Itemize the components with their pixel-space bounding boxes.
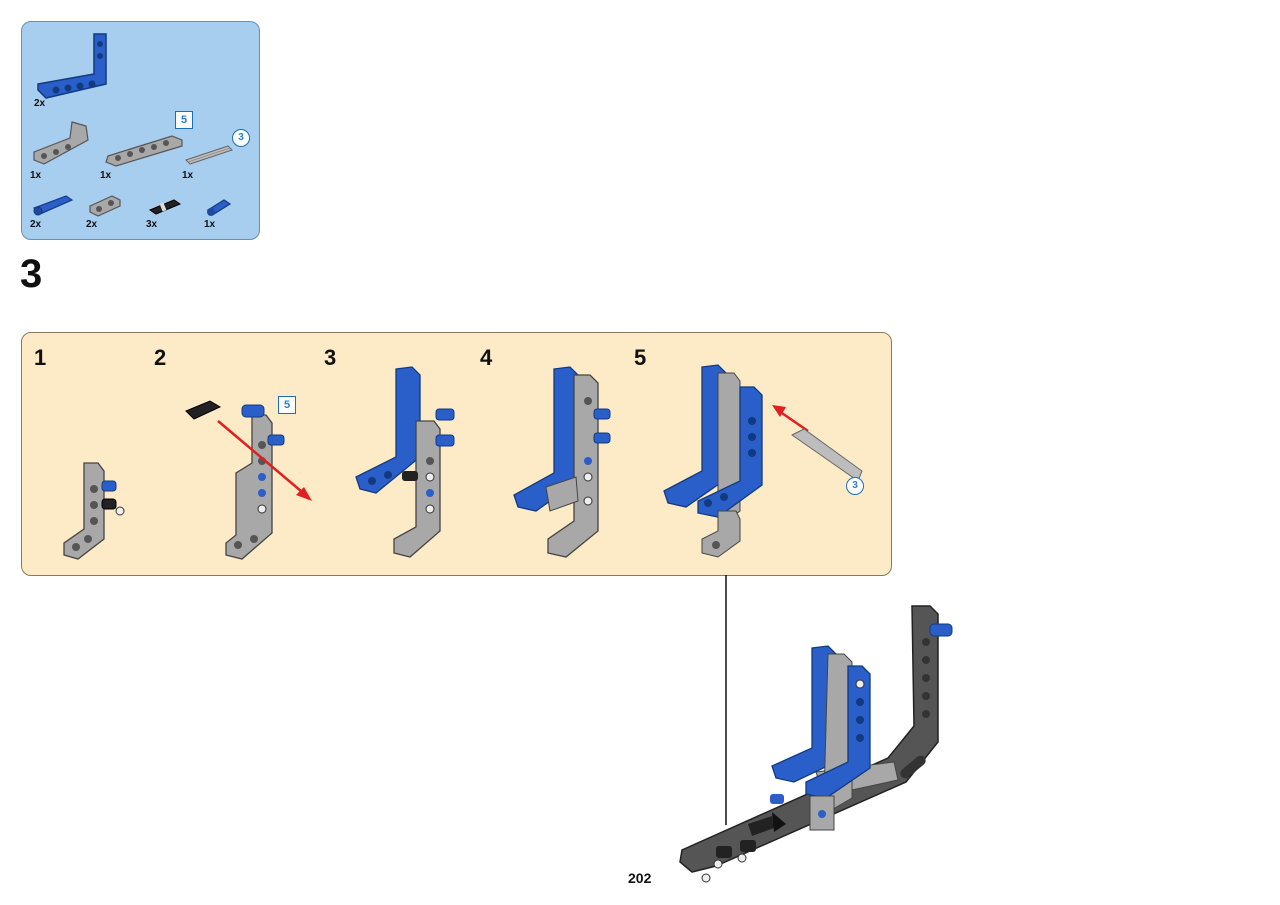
black-pin-icon [148,199,182,215]
main-assembly-model [679,605,953,883]
part-qty: 3x [146,219,158,230]
part-qty: 1x [100,170,112,181]
length-badge: 3 [846,477,864,495]
page-number: 202 [628,870,652,886]
blue-l-beam-icon [37,33,107,99]
substep-number: 4 [480,345,493,370]
substep-number: 5 [634,345,647,370]
length-badge: 5 [175,111,193,129]
gray-beam-2-icon [89,195,121,217]
substep-number: 1 [34,345,47,370]
gray-axle-icon [185,145,233,165]
substep-number: 3 [324,345,337,370]
gray-angled-beam-icon [33,121,89,165]
substep-2-model [185,400,312,560]
part-qty: 1x [182,170,194,181]
part-qty: 2x [34,98,46,109]
substep-5-model [663,364,863,558]
step-number: 3 [20,252,43,296]
part-qty: 1x [204,219,216,230]
part-qty: 2x [30,219,42,230]
length-badge: 3 [232,129,250,147]
part-qty: 1x [30,170,42,181]
parts-list-panel: 2x 1x 5 1x 3 1x 2x 2x 3x 1x [21,21,260,240]
subassembly-panel: 1 2 3 4 5 5 [21,332,892,576]
substep-number: 2 [154,345,167,370]
blue-axle-pin-icon [32,195,74,216]
callout-connector-line [725,575,727,825]
length-badge: 5 [278,396,296,414]
substep-4-model [513,366,611,558]
blue-pin-icon [206,199,232,216]
part-qty: 2x [86,219,98,230]
gray-beam-5-icon [105,135,183,167]
substep-1-model [63,462,125,560]
substep-3-model [355,366,455,558]
